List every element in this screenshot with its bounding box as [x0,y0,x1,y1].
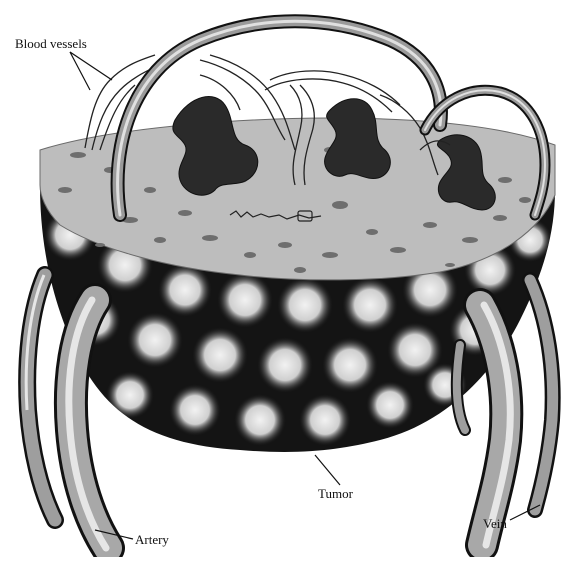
artery-label: Artery [135,532,169,548]
blood-vessels-leader-1 [70,52,112,80]
blood-vessels-label: Blood vessels [15,36,87,52]
blood-vessels-leader-2 [70,52,90,90]
tumor-leader [315,455,340,485]
vein-label: Vein [483,516,507,532]
tumor-label: Tumor [318,486,353,502]
